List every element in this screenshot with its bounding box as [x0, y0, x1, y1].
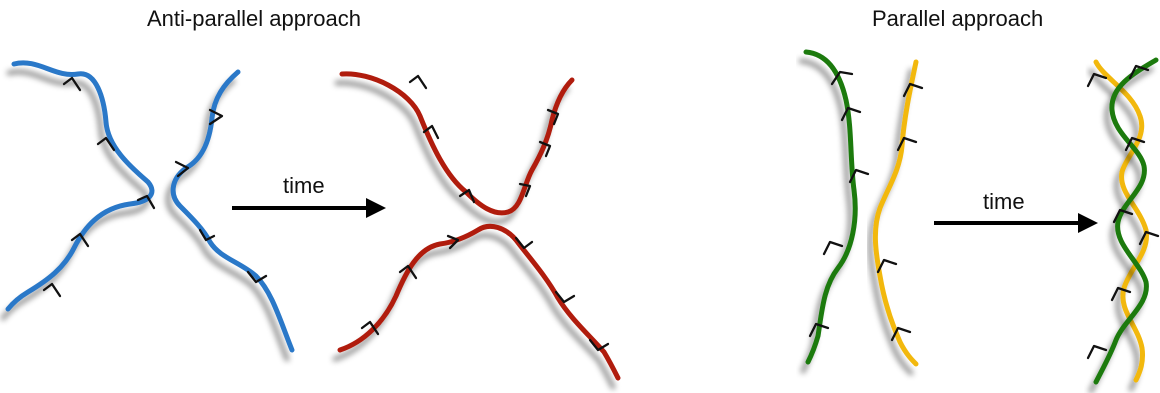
green-strand-after: [1093, 57, 1159, 385]
time-label-left: time: [283, 173, 325, 198]
chevron-icon: [208, 108, 224, 126]
chevron-icon: [890, 326, 912, 342]
anti-parallel-after: [337, 71, 621, 381]
chevron-icon: [408, 74, 428, 90]
time-label-right: time: [983, 189, 1025, 214]
chevron-icon: [458, 188, 476, 204]
chevron-icon: [1112, 208, 1134, 224]
chevron-icon: [62, 76, 82, 92]
chevron-icon: [848, 168, 870, 184]
chevron-icon: [822, 240, 844, 256]
parallel-after-chevrons: [1086, 64, 1160, 360]
chevron-icon: [42, 282, 62, 298]
anti-parallel-title: Anti-parallel approach: [147, 6, 362, 31]
parallel-before-chevrons: [808, 70, 924, 342]
chevron-icon: [96, 136, 116, 152]
parallel-title: Parallel approach: [872, 6, 1044, 31]
chevron-icon: [830, 70, 854, 86]
chevron-icon: [1138, 230, 1160, 246]
chevron-icon: [398, 264, 418, 280]
green-strand-before: [803, 49, 858, 365]
chevron-icon: [840, 106, 862, 122]
parallel-before: [803, 49, 924, 367]
chevron-icon: [70, 232, 90, 248]
chevron-icon: [360, 320, 380, 336]
chevron-icon: [246, 270, 268, 284]
chevron-icon: [198, 228, 216, 242]
chevron-icon: [1086, 72, 1108, 88]
chevron-icon: [902, 82, 924, 98]
chevron-icon: [808, 322, 830, 338]
chevron-icon: [1128, 64, 1150, 80]
red-direction-chevrons: [360, 74, 610, 352]
chevron-icon: [1124, 136, 1146, 152]
blue-strand-upper: [5, 60, 155, 312]
chevron-icon: [136, 194, 156, 210]
yellow-strand-before: [872, 59, 919, 367]
chevron-icon: [446, 234, 460, 250]
yellow-strand-after: [1093, 59, 1149, 383]
chevron-icon: [1110, 286, 1132, 302]
chevron-icon: [546, 108, 560, 126]
chevron-icon: [538, 140, 552, 158]
chevron-icon: [896, 136, 918, 152]
chevron-icon: [876, 258, 898, 274]
anti-parallel-before: [5, 60, 295, 353]
chevron-icon: [174, 160, 190, 178]
chevron-icon: [518, 182, 532, 198]
blue-strand-lower: [170, 69, 295, 353]
chevron-icon: [554, 290, 576, 304]
red-strand-top: [339, 71, 575, 216]
chevron-icon: [514, 236, 534, 250]
blue-direction-chevrons: [42, 76, 268, 298]
chevron-icon: [1086, 344, 1108, 360]
red-strand-bottom: [337, 223, 621, 381]
parallel-after: [1086, 57, 1160, 385]
chevron-icon: [588, 338, 610, 352]
chevron-icon: [422, 124, 440, 140]
